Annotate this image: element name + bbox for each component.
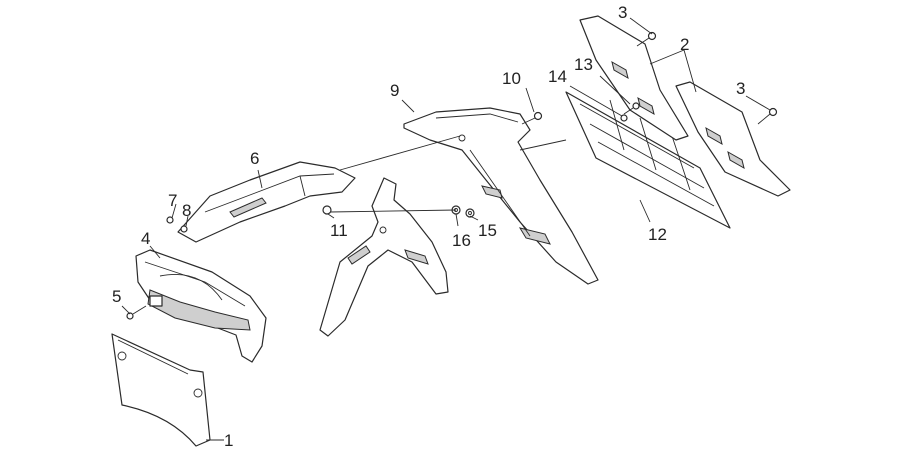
callout-11: 11 — [330, 221, 348, 240]
callout-10: 10 — [502, 69, 521, 88]
screw-10 — [521, 111, 543, 125]
callout-1: 1 — [224, 431, 233, 450]
callout-5: 5 — [112, 287, 121, 306]
screw-13-14 — [620, 102, 640, 122]
callouts: 1 2 3 3 4 5 6 7 8 9 10 11 12 13 14 15 16 — [112, 3, 745, 450]
callout-6: 6 — [250, 149, 259, 168]
callout-9: 9 — [390, 81, 399, 100]
screw-5 — [126, 305, 147, 320]
callout-8: 8 — [182, 201, 191, 220]
callout-3-lower: 3 — [736, 79, 745, 98]
callout-16: 16 — [452, 231, 471, 250]
part-6-bracket — [177, 161, 356, 243]
screw-7-8 — [166, 216, 188, 233]
part-4-light-housing — [135, 249, 267, 363]
callout-14: 14 — [548, 67, 567, 86]
part-2-bracket-lower — [675, 81, 791, 197]
leader-lines — [121, 17, 771, 441]
part-9-mudguard — [403, 107, 599, 285]
callout-7: 7 — [168, 191, 177, 210]
callout-15: 15 — [478, 221, 497, 240]
callout-12: 12 — [648, 225, 667, 244]
screw-3-lower — [757, 107, 778, 125]
part-12-plate-frame — [565, 91, 731, 229]
callout-13: 13 — [574, 55, 593, 74]
part-11-support — [319, 177, 449, 337]
assembly-lines — [329, 135, 567, 213]
callout-3-upper: 3 — [618, 3, 627, 22]
callout-2: 2 — [680, 35, 689, 54]
callout-4: 4 — [141, 229, 150, 248]
part-2-bracket-upper — [579, 15, 689, 141]
washers-15-16 — [451, 205, 475, 218]
nut-11 — [322, 205, 332, 215]
part-1-plate-backing — [111, 333, 211, 447]
screw-3-upper — [636, 31, 657, 47]
